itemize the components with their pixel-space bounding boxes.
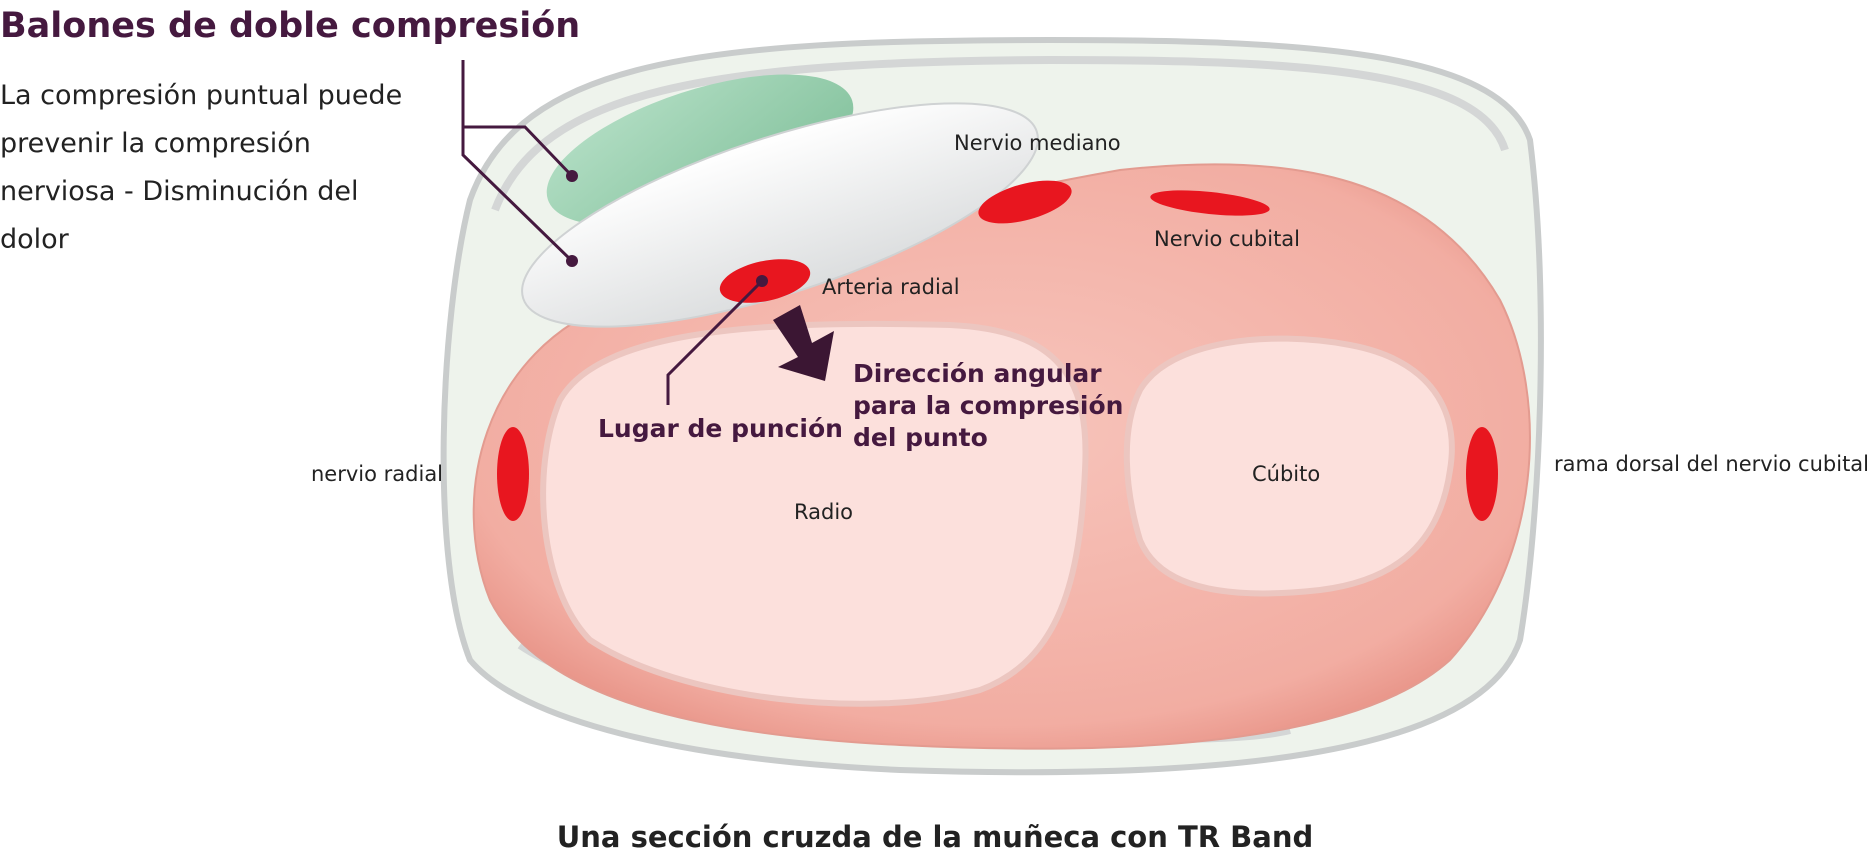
ulna-bone (1123, 335, 1455, 597)
label-direccion-line2: para la compresión (853, 391, 1123, 420)
description-line: prevenir la compresión (0, 128, 311, 159)
white-compression-balloon (521, 102, 1039, 328)
label-nervio-radial: nervio radial (311, 462, 443, 486)
label-direccion-line3: del punto (853, 423, 988, 452)
green-compression-balloon (546, 74, 854, 226)
description: La compresión puntual puede prevenir la … (0, 72, 440, 264)
leader-line-balloons (461, 60, 574, 178)
description-line: La compresión puntual puede (0, 80, 403, 111)
ulnar-nerve-marker (1150, 190, 1270, 216)
label-arteria-radial: Arteria radial (822, 275, 960, 299)
median-nerve-marker (978, 180, 1072, 224)
puncture-site-dot (756, 275, 768, 287)
label-direccion-line1: Dirección angular (853, 359, 1102, 388)
leader-line-puncture (666, 279, 764, 405)
label-nervio-cubital: Nervio cubital (1154, 227, 1300, 251)
leader-line-balloons-lower (461, 127, 574, 263)
diagram-heading: Balones de doble compresión (0, 6, 581, 46)
green-balloon-pointer-dot (566, 170, 578, 182)
label-rama-dorsal: rama dorsal del nervio cubital (1554, 452, 1869, 476)
label-lugar-puncion: Lugar de punción (598, 414, 843, 443)
label-nervio-mediano: Nervio mediano (954, 131, 1121, 155)
compression-direction-arrow (773, 305, 834, 381)
label-cubito: Cúbito (1252, 462, 1320, 486)
label-radio: Radio (794, 500, 853, 524)
radius-bone (540, 320, 1089, 707)
radial-nerve-marker (497, 427, 529, 521)
band-inner-strap (491, 55, 1509, 212)
white-balloon-pointer-dot (566, 255, 578, 267)
description-line: nerviosa - Disminución del (0, 176, 359, 207)
dorsal-ulnar-nerve-marker (1466, 427, 1498, 521)
figure-caption: Una sección cruzda de la muñeca con TR B… (556, 820, 1314, 854)
description-line: dolor (0, 224, 69, 255)
